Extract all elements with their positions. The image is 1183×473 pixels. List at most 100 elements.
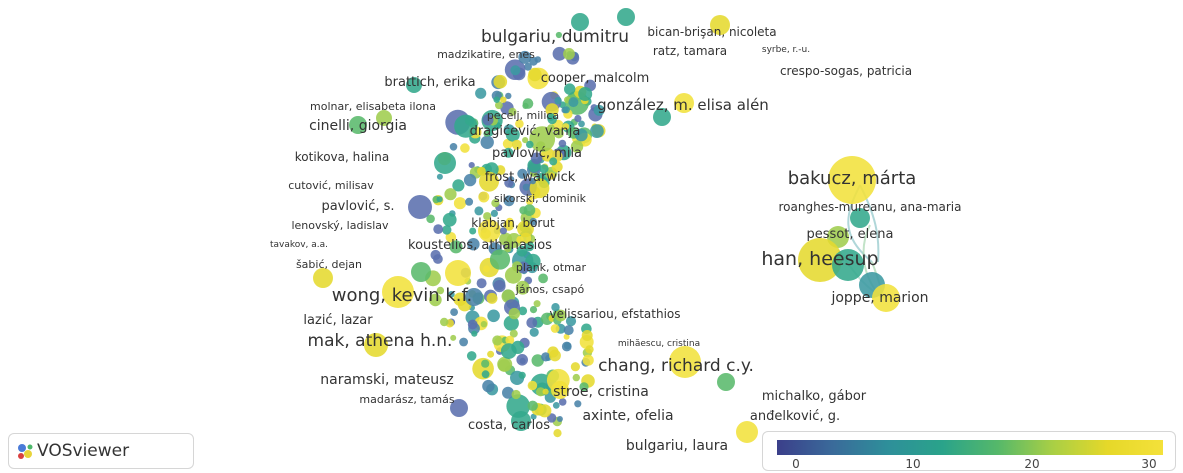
node-bubble[interactable] (529, 56, 538, 66)
node-bubble[interactable] (489, 249, 511, 270)
node-bubble[interactable] (872, 284, 900, 312)
node-bubble[interactable] (529, 177, 537, 185)
node-bubble[interactable] (525, 253, 541, 270)
node-bubble[interactable] (574, 128, 588, 142)
node-bubble[interactable] (555, 31, 563, 39)
node-bubble[interactable] (515, 119, 524, 129)
node-bubble[interactable] (508, 107, 517, 116)
node-bubble[interactable] (503, 315, 519, 331)
node-bubble[interactable] (503, 195, 515, 207)
node-bubble[interactable] (493, 96, 500, 103)
node-bubble[interactable] (529, 306, 538, 314)
node-bubble[interactable] (442, 225, 452, 235)
node-bubble[interactable] (552, 402, 560, 409)
node-bubble[interactable] (526, 198, 534, 206)
node-bubble[interactable] (508, 307, 520, 320)
node-bubble[interactable] (574, 114, 582, 123)
node-bubble[interactable] (572, 373, 580, 382)
node-bubble[interactable] (382, 276, 414, 308)
node-bubble[interactable] (550, 324, 560, 333)
node-bubble[interactable] (505, 217, 514, 226)
node-bubble[interactable] (376, 110, 392, 126)
node-bubble[interactable] (481, 370, 490, 379)
node-bubble[interactable] (505, 335, 515, 345)
node-bubble[interactable] (551, 303, 560, 312)
node-bubble[interactable] (515, 280, 530, 295)
node-bubble[interactable] (542, 388, 549, 395)
node-bubble[interactable] (527, 400, 538, 411)
node-bubble[interactable] (467, 319, 478, 330)
node-bubble[interactable] (553, 128, 564, 139)
node-bubble[interactable] (487, 309, 500, 323)
node-bubble[interactable] (511, 411, 531, 431)
node-bubble[interactable] (479, 171, 499, 192)
node-bubble[interactable] (487, 350, 495, 358)
node-bubble[interactable] (590, 124, 604, 138)
node-bubble[interactable] (653, 108, 671, 126)
node-bubble[interactable] (406, 77, 422, 93)
node-bubble[interactable] (511, 389, 521, 400)
node-bubble[interactable] (518, 50, 532, 64)
node-bubble[interactable] (442, 212, 457, 227)
node-bubbles[interactable] (313, 8, 900, 443)
node-bubble[interactable] (529, 217, 538, 226)
node-bubble[interactable] (464, 115, 475, 126)
node-bubble[interactable] (522, 102, 529, 109)
node-bubble[interactable] (562, 106, 570, 114)
node-bubble[interactable] (549, 157, 558, 166)
node-bubble[interactable] (558, 398, 567, 406)
node-bubble[interactable] (426, 214, 435, 224)
node-bubble[interactable] (516, 245, 528, 257)
node-bubble[interactable] (574, 400, 582, 408)
node-bubble[interactable] (499, 227, 507, 235)
node-bubble[interactable] (429, 293, 442, 307)
node-bubble[interactable] (510, 65, 521, 76)
node-bubble[interactable] (408, 195, 432, 219)
node-bubble[interactable] (475, 87, 487, 99)
node-bubble[interactable] (495, 101, 503, 110)
node-bubble[interactable] (536, 387, 546, 397)
node-bubble[interactable] (445, 260, 471, 286)
node-bubble[interactable] (349, 116, 367, 134)
node-bubble[interactable] (505, 92, 512, 100)
node-bubble[interactable] (436, 173, 443, 180)
node-bubble[interactable] (444, 188, 457, 201)
node-bubble[interactable] (504, 245, 512, 253)
node-bubble[interactable] (545, 103, 559, 117)
node-bubble[interactable] (500, 96, 507, 103)
node-bubble[interactable] (531, 354, 544, 367)
node-bubble[interactable] (459, 337, 468, 347)
node-bubble[interactable] (533, 300, 541, 308)
node-bubble[interactable] (564, 83, 576, 95)
node-bubble[interactable] (478, 191, 490, 203)
node-bubble[interactable] (553, 429, 562, 438)
node-bubble[interactable] (449, 240, 463, 254)
node-bubble[interactable] (526, 317, 538, 329)
node-bubble[interactable] (486, 292, 498, 304)
node-bubble[interactable] (539, 164, 549, 174)
node-bubble[interactable] (452, 179, 465, 192)
node-bubble[interactable] (450, 308, 458, 316)
node-bubble[interactable] (492, 335, 503, 346)
node-bubble[interactable] (798, 238, 842, 282)
node-bubble[interactable] (511, 261, 523, 272)
node-bubble[interactable] (538, 273, 548, 284)
node-bubble[interactable] (570, 362, 581, 372)
node-bubble[interactable] (468, 162, 475, 169)
node-bubble[interactable] (504, 178, 514, 188)
node-bubble[interactable] (509, 329, 518, 338)
node-bubble[interactable] (471, 330, 478, 337)
node-bubble[interactable] (556, 416, 563, 422)
node-bubble[interactable] (497, 356, 513, 372)
node-bubble[interactable] (516, 235, 524, 244)
node-bubble[interactable] (460, 143, 470, 153)
node-bubble[interactable] (579, 382, 589, 392)
node-bubble[interactable] (710, 15, 730, 35)
node-bubble[interactable] (364, 333, 388, 357)
node-bubble[interactable] (436, 286, 445, 295)
node-bubble[interactable] (736, 421, 758, 443)
node-bubble[interactable] (467, 238, 480, 251)
node-bubble[interactable] (562, 123, 570, 131)
node-bubble[interactable] (571, 13, 589, 31)
